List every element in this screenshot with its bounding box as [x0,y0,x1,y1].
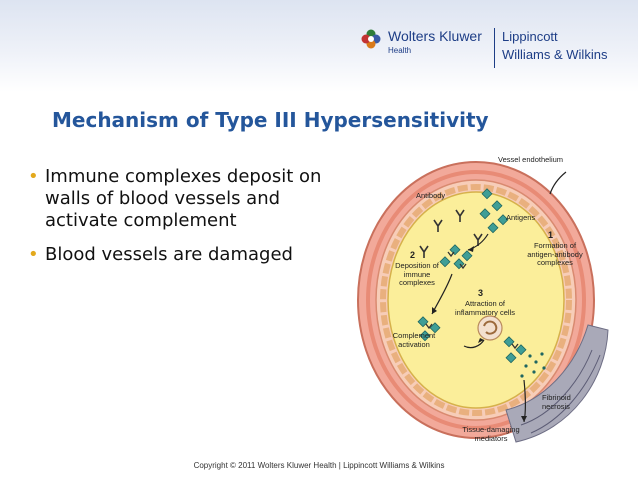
bullet-list: • Immune complexes deposit on walls of b… [28,166,328,278]
bullet-item: • Immune complexes deposit on walls of b… [28,166,328,232]
label-step-2-number: 2 [410,250,416,260]
complex-antibody-icons [425,251,519,350]
label-antigens: Antigens [506,213,536,222]
logo-partner-line1: Lippincott [502,29,558,44]
label-antibody: Antibody [416,191,446,200]
wolters-kluwer-logo-icon [361,29,381,49]
header-band [0,0,638,92]
label-step-1-text: Formation of antigen-antibody complexes [527,241,583,267]
antibody-icons [419,209,483,258]
bullet-item: • Blood vessels are damaged [28,244,328,266]
endothelium-ring [380,184,572,416]
label-step-3-text: Attraction of inflammatory cells [454,299,515,317]
logo-partner-line2: Williams & Wilkins [502,47,608,62]
antigen-icons [479,188,509,234]
inflammatory-cell-nucleus [483,320,498,335]
label-complement-activation: Complement activation [392,331,436,349]
label-fibrinoid-necrosis: Fibrinoid necrosis [542,393,571,411]
bullet-dot-icon: • [28,166,39,187]
logo-brand-sub: Health [388,46,412,55]
inflammatory-cell [477,315,503,341]
label-tissue-damaging-mediators: Tissue-damaging mediators [462,425,520,443]
fibrinoid-lines [520,349,601,434]
hypersensitivity-diagram: Vessel endothelium Antibody Antigens 1 F… [356,150,638,450]
label-step-2-text: Deposition of immune complexes [395,261,439,287]
logo-partner-text: Lippincott Williams & Wilkins [502,28,607,64]
mediator-dots [520,352,546,378]
bullet-dot-icon: • [28,244,39,265]
logo-divider [494,28,495,68]
fibrinoid-necrosis-region [505,324,609,443]
logo-brand-text: Wolters Kluwer [388,28,482,44]
label-vessel-endothelium: Vessel endothelium [498,155,564,164]
publisher-logo: Wolters Kluwer Health Lippincott William… [360,26,638,72]
bullet-text: Immune complexes deposit on walls of blo… [45,166,322,231]
immune-complex-icons [417,244,527,364]
copyright-footer: Copyright © 2011 Wolters Kluwer Health |… [193,461,445,470]
label-step-3-number: 3 [478,288,484,298]
arrow-heads [432,246,527,422]
vessel-wall-stripe [366,170,586,430]
blood-vessel-illustration [357,161,609,443]
slide-title: Mechanism of Type III Hypersensitivity [52,108,489,132]
bullet-text: Blood vessels are damaged [45,244,293,265]
label-step-1-number: 1 [548,230,554,240]
